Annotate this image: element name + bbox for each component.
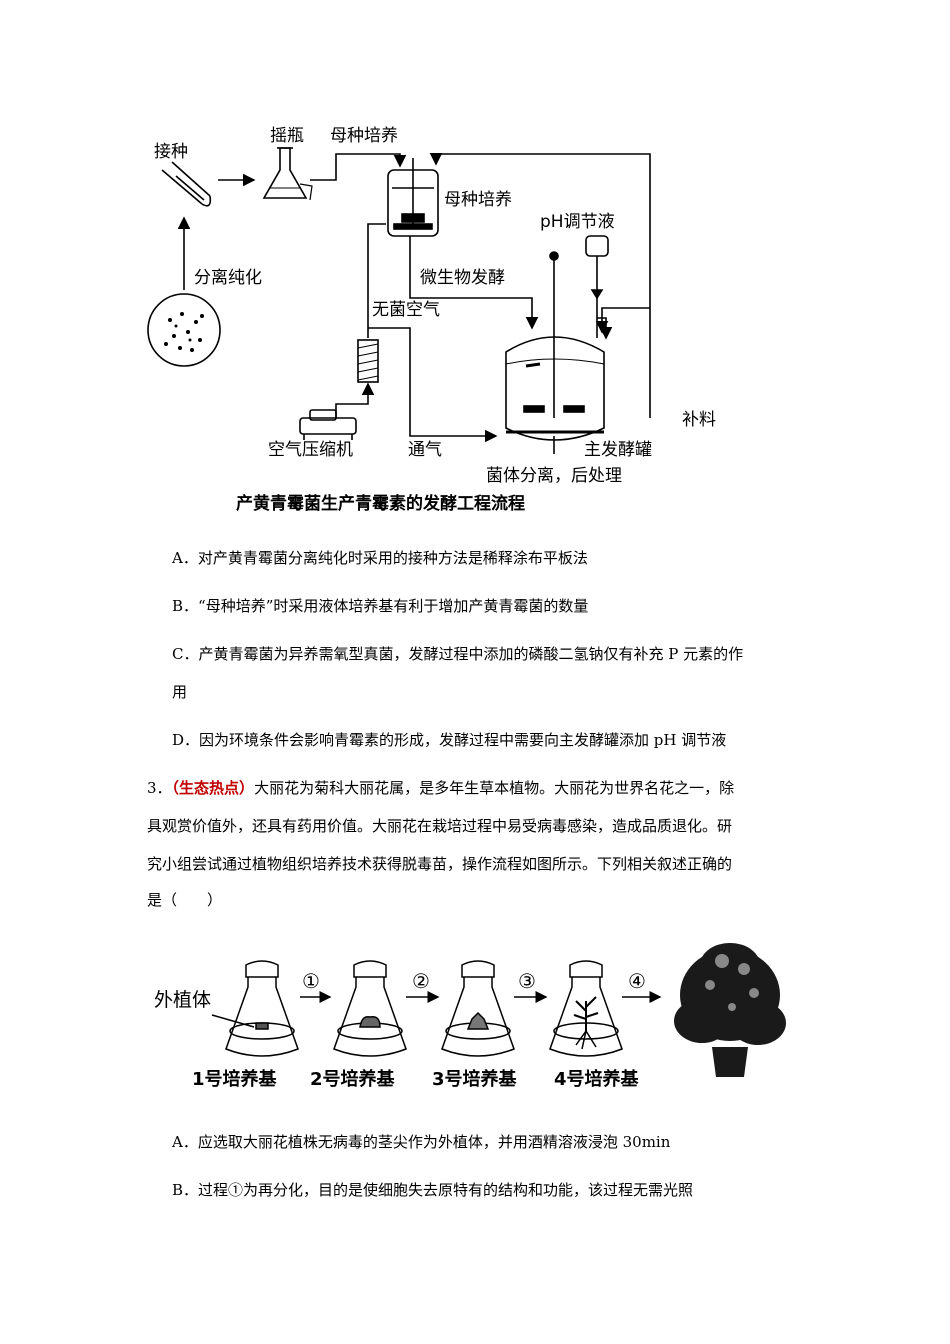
label-isolation: 分离纯化: [194, 268, 262, 288]
label-aeration: 通气: [408, 440, 442, 460]
q3-line1-text: 大丽花为菊科大丽花属，是多年生草本植物。大丽花为世界名花之一，除: [254, 779, 735, 797]
shake-flask-icon: [262, 147, 313, 201]
step-3-label: ③: [518, 969, 536, 993]
label-air-compressor: 空气压缩机: [268, 440, 353, 460]
label-sterile-air: 无菌空气: [372, 300, 440, 320]
q3-option-b: B．过程①为再分化，目的是使细胞失去原特有的结构和功能，该过程无需光照: [172, 1181, 694, 1199]
label-ph-regulator: pH调节液: [540, 212, 615, 232]
label-seed-culture-side: 母种培养: [444, 190, 512, 210]
medium-4-label: 4号培养基: [554, 1069, 639, 1090]
explant-label: 外植体: [154, 989, 212, 1011]
petri-dish-icon: [147, 293, 221, 367]
label-inoculation: 接种: [154, 142, 188, 162]
tissue-culture-diagram: 外植体 ① ② ③ ④ 1号培养基 2号培养基 3号培养基 4号培养基: [150, 935, 790, 1095]
ph-bottle-icon: [585, 235, 609, 338]
flask-2-icon: [333, 960, 407, 1057]
label-seed-culture-top: 母种培养: [330, 126, 398, 146]
q2-option-b: B．“母种培养”时采用液体培养基有利于增加产黄青霉菌的数量: [172, 597, 589, 615]
q3-number: 3．: [147, 779, 172, 797]
medium-1-label: 1号培养基: [192, 1069, 277, 1090]
q3-line-2: 具观赏价值外，还具有药用价值。大丽花在栽培过程中易受病毒感染，造成品质退化。研: [147, 817, 733, 835]
fermentation-diagram-graphics: [147, 147, 651, 454]
q3-line-1: 3．（生态热点）大丽花为菊科大丽花属，是多年生草本植物。大丽花为世界名花之一，除: [147, 778, 734, 798]
step-4-label: ④: [628, 969, 646, 993]
main-fermenter-icon: [505, 251, 605, 454]
q3-line-4: 是（ ）: [147, 891, 223, 909]
label-supplement: 补料: [682, 410, 716, 430]
diagram1-caption: 产黄青霉菌生产青霉素的发酵工程流程: [236, 494, 525, 514]
flask-4-icon: [549, 960, 623, 1057]
tissue-culture-graphics: [211, 943, 786, 1077]
q2-option-d: D．因为环境条件会影响青霉素的形成，发酵过程中需要向主发酵罐添加 pH 调节液: [172, 731, 727, 749]
medium-3-label: 3号培养基: [432, 1069, 517, 1090]
q3-line-3: 究小组尝试通过植物组织培养技术获得脱毒苗，操作流程如图所示。下列相关叙述正确的: [147, 855, 733, 873]
medium-2-label: 2号培养基: [310, 1069, 395, 1090]
q2-option-c-cont: 用: [172, 683, 188, 701]
seed-tank-icon: [387, 158, 439, 237]
plant-icon: [674, 943, 786, 1077]
q3-option-a: A．应选取大丽花植株无病毒的茎尖作为外植体，并用酒精溶液浸泡 30min: [172, 1133, 671, 1151]
flask-3-icon: [441, 960, 515, 1057]
fermentation-diagram: 接种 摇瓶 母种培养 母种培养 pH调节液 分离纯化 微生物发酵 无菌空气 补料…: [140, 118, 740, 498]
q2-option-c: C．产黄青霉菌为异养需氧型真菌，发酵过程中添加的磷酸二氢钠仅有补充 P 元素的作: [172, 645, 744, 663]
test-tube-icon: [161, 161, 212, 207]
step-1-label: ①: [302, 969, 320, 993]
flask-1-icon: [211, 960, 299, 1057]
label-main-fermenter: 主发酵罐: [584, 440, 652, 460]
label-shake-flask: 摇瓶: [270, 126, 304, 146]
air-compressor-icon: [299, 409, 357, 440]
label-microbial-fermentation: 微生物发酵: [420, 268, 505, 288]
q3-tag: （生态热点）: [171, 779, 255, 797]
label-post-processing: 菌体分离，后处理: [486, 466, 622, 486]
q2-option-a: A．对产黄青霉菌分离纯化时采用的接种方法是稀释涂布平板法: [172, 549, 588, 567]
step-2-label: ②: [412, 969, 430, 993]
